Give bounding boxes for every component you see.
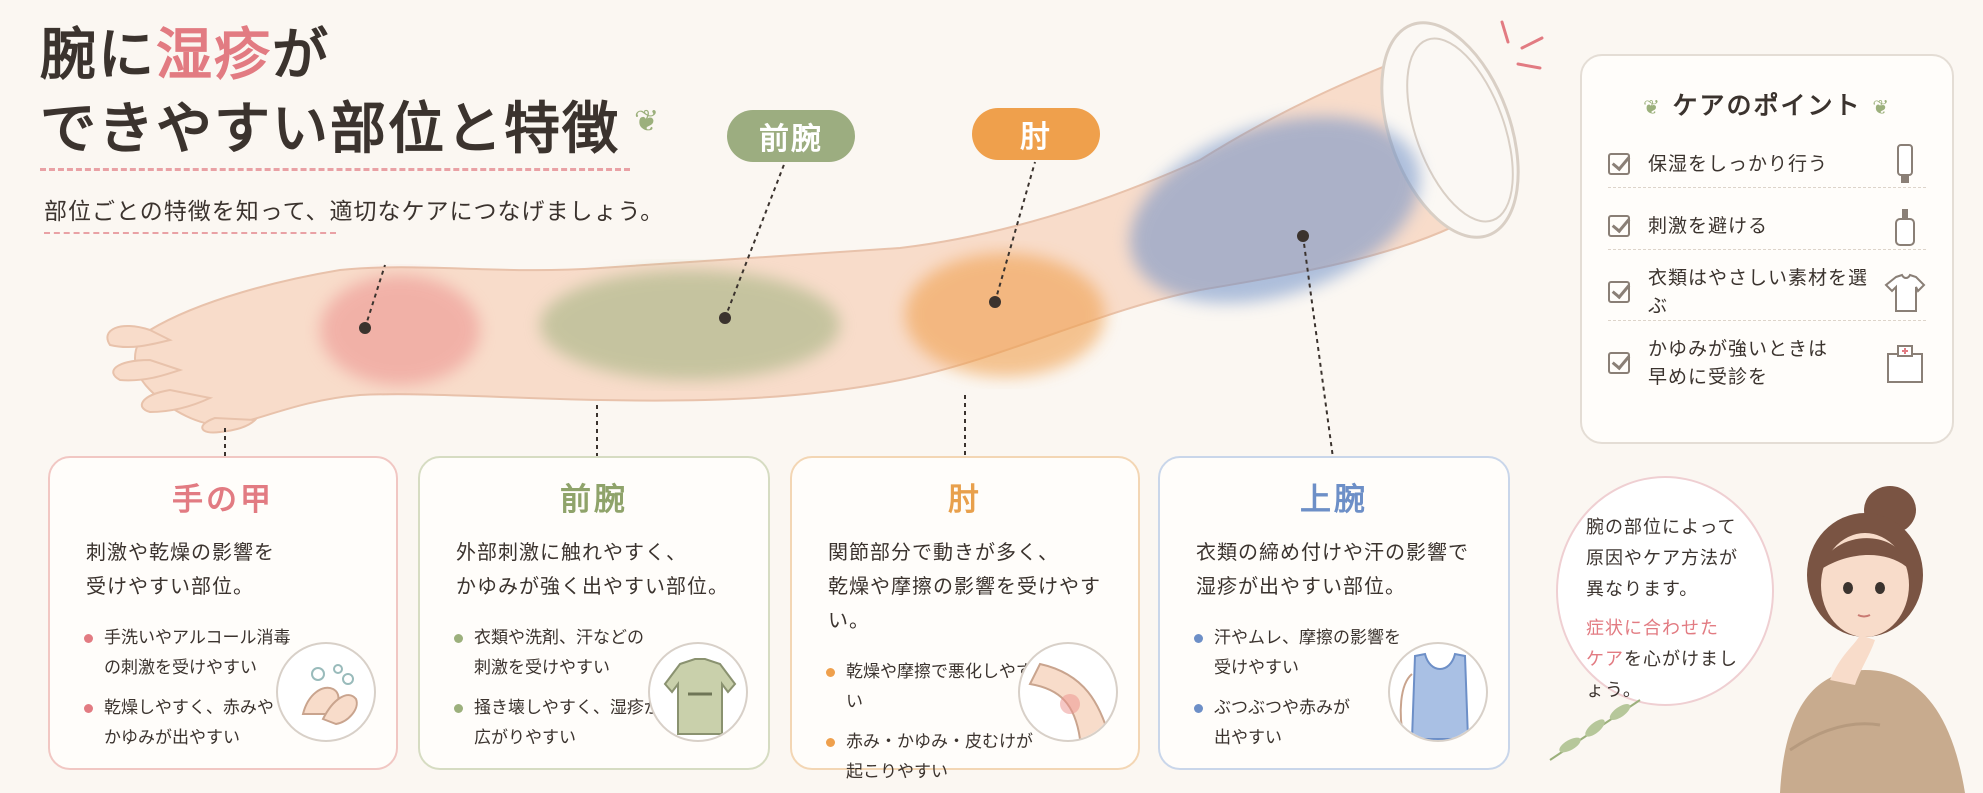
title-underline <box>40 168 630 171</box>
checkbox-icon <box>1608 214 1630 237</box>
care-item: 刺激を避ける <box>1608 202 1926 250</box>
card-bullet: 手洗いやアルコール消毒の刺激を受けやすい <box>84 623 294 683</box>
tank-top-icon <box>1388 642 1488 742</box>
card-bullet: ぶつぶつや赤みが出やすい <box>1194 693 1404 753</box>
page-title-line2: できやすい部位と特徴 <box>40 97 620 162</box>
checkbox-icon <box>1608 152 1630 175</box>
care-item: 保湿をしっかり行う <box>1608 140 1926 188</box>
leaf-icon: ❦ <box>634 104 660 139</box>
finger-shape <box>106 325 173 349</box>
card-bullet: 乾燥しやすく、赤みやかゆみが出やすい <box>84 693 294 753</box>
card-bullet: 汗やムレ、摩擦の影響を受けやすい <box>1194 623 1404 683</box>
finger-shape <box>140 388 214 414</box>
hand-washing-icon <box>276 642 376 742</box>
elbow-label-pill: 肘 <box>972 108 1100 160</box>
care-points-title: ❦ ケアのポイント ❦ <box>1643 91 1891 120</box>
card-elbow: 肘 関節部分で動きが多く、乾燥や摩擦の影響を受けやすい。 乾燥や摩擦で悪化しやす… <box>790 456 1140 782</box>
hospital-icon <box>1887 345 1923 383</box>
tshirt-icon <box>1884 273 1926 312</box>
patch-elbow <box>905 253 1105 377</box>
sweater-icon <box>648 642 748 742</box>
card-title: 肘 <box>948 482 982 518</box>
finger-shape <box>201 416 258 434</box>
woman-illustration <box>1780 486 1965 793</box>
card-upper-arm: 上腕 衣類の締め付けや汗の影響で湿疹が出やすい部位。 汗やムレ、摩擦の影響を受け… <box>1158 456 1510 770</box>
card-title: 前腕 <box>560 482 628 518</box>
forearm-label-pill: 前腕 <box>727 110 855 162</box>
card-hand: 手の甲 刺激や乾燥の影響を受けやすい部位。 手洗いやアルコール消毒の刺激を受けや… <box>48 456 398 770</box>
care-points-panel: ❦ ケアのポイント ❦ 保湿をしっかり行う 刺激を避ける 衣類はやさしい素材を選… <box>1580 54 1954 444</box>
checkbox-icon <box>1608 281 1630 303</box>
subtitle-underline <box>44 232 336 234</box>
checkbox-icon <box>1608 352 1630 374</box>
card-description: 衣類の締め付けや汗の影響で湿疹が出やすい部位。 <box>1196 540 1469 598</box>
bubble-care-line: ケアを心がけましょう。 <box>1586 649 1738 701</box>
lotion-tube-icon <box>1897 143 1913 183</box>
card-bullet: 掻き壊しやすく、湿疹が広がりやすい <box>454 693 664 753</box>
card-description: 刺激や乾燥の影響を受けやすい部位。 <box>86 540 275 598</box>
patch-forearm <box>540 270 840 380</box>
card-description: 外部刺激に触れやすく、かゆみが強く出やすい部位。 <box>456 540 729 598</box>
title-highlight: 湿疹 <box>156 23 272 88</box>
page-subtitle: 部位ごとの特徴を知って、適切なケアにつなげましょう。 <box>44 199 665 225</box>
card-forearm: 前腕 外部刺激に触れやすく、かゆみが強く出やすい部位。 衣類や洗剤、汗などの刺激… <box>418 456 770 770</box>
card-title: 上腕 <box>1300 482 1368 518</box>
finger-shape <box>112 358 184 382</box>
card-bullet: 赤み・かゆみ・皮むけが起こりやすい <box>826 727 1036 787</box>
card-description: 関節部分で動きが多く、乾燥や摩擦の影響を受けやすい。 <box>828 540 1101 632</box>
card-bullet: 衣類や洗剤、汗などの刺激を受けやすい <box>454 623 664 683</box>
elbow-icon <box>1018 642 1118 742</box>
care-item: かゆみが強いときは早めに受診を <box>1608 335 1926 391</box>
pump-bottle-icon <box>1895 208 1915 246</box>
page-title-line1: 腕に湿疹が <box>40 23 330 88</box>
card-bullet: 乾燥や摩擦で悪化しやすい <box>826 657 1036 717</box>
patch-hand <box>320 275 480 385</box>
patch-upper-arm <box>1129 116 1421 304</box>
leaf-branch-icon <box>1549 699 1641 761</box>
speech-bubble: 腕の部位によって 原因やケア方法が 異なります。 症状に合わせた ケアを心がけま… <box>1556 476 1774 706</box>
card-title: 手の甲 <box>172 482 274 518</box>
care-item: 衣類はやさしい素材を選ぶ <box>1608 264 1926 321</box>
